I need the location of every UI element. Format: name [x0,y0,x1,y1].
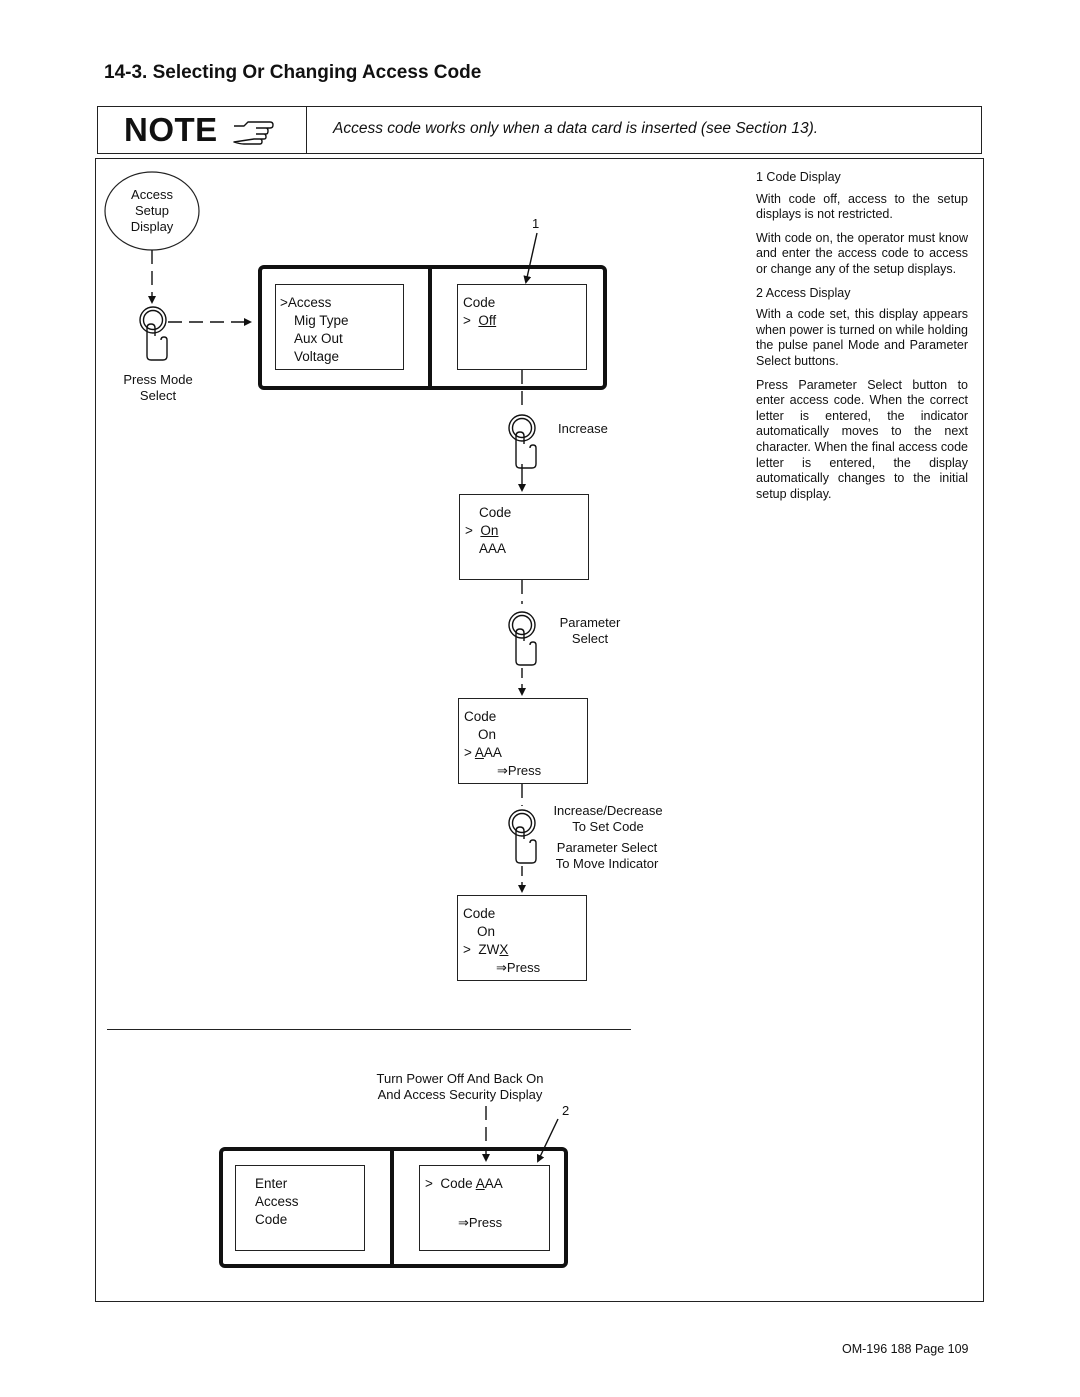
item-2-paragraph-2: Press Parameter Select button to enter a… [756,377,968,501]
code-display-screen-on: Code > On AAA [459,494,589,580]
press-mode-select-label: Press Mode Select [123,372,193,403]
note-divider [306,106,307,154]
note-box [97,106,982,154]
menu-item-aux-out: Aux Out [294,331,343,346]
access-setup-display-bubble [104,171,200,251]
note-label: NOTE [124,111,218,148]
access-setup-display-label: Access Setup Display [130,187,174,234]
diagram-frame [95,158,984,1302]
item-2-heading: 2 Access Display [756,285,851,300]
setup-panel-top [258,265,607,390]
panel-divider-bottom [390,1147,394,1268]
press-button-icon-increase [508,414,537,469]
power-cycle-label: Turn Power Off And Back On And Access Se… [376,1071,544,1102]
section-separator [107,1029,631,1030]
menu-item-mig-type: Mig Type [294,313,349,328]
parameter-select-label: Parameter Select [559,615,621,646]
code-entry-screen-zwx: Code On > ZWX ⇒Press [457,895,587,981]
item-2-paragraph-1: With a code set, this display appears wh… [756,307,968,368]
menu-screen: >Access Mig Type Aux Out Voltage [275,284,404,370]
enter-access-code-screen: Enter Access Code [235,1165,365,1251]
item-1-heading: 1 Code Display [756,170,841,184]
callout-1: 1 [532,216,540,231]
press-button-icon-mode [139,306,168,361]
note-text: Access code works only when a data card … [333,120,819,137]
increase-decrease-label: Increase/Decrease To Set Code [553,803,663,834]
pointing-hand-icon [233,121,274,145]
menu-item-access: >Access [280,295,332,310]
code-display-screen-off: Code > Off [457,284,587,370]
descriptions-column: 1 Code Display With code off, access to … [756,170,968,510]
parameter-select-move-label: Parameter Select To Move Indicator [555,840,659,871]
press-button-icon-parameter-select [508,611,537,666]
item-1-paragraph-1: With code off, access to the setup displ… [756,191,968,222]
access-security-screen: > Code AAA ⇒Press [419,1165,550,1251]
menu-item-voltage: Voltage [294,349,340,364]
page-footer: OM-196 188 Page 109 [842,1342,969,1356]
panel-divider [428,265,432,390]
callout-2: 2 [562,1103,570,1118]
code-entry-screen-aaa: Code On > AAA ⇒Press [458,698,588,784]
section-title: 14-3. Selecting Or Changing Access Code [104,62,482,83]
item-1-paragraph-2: With code on, the operator must know and… [756,230,968,276]
press-button-icon-set-code [508,809,537,864]
increase-label: Increase [558,421,608,436]
